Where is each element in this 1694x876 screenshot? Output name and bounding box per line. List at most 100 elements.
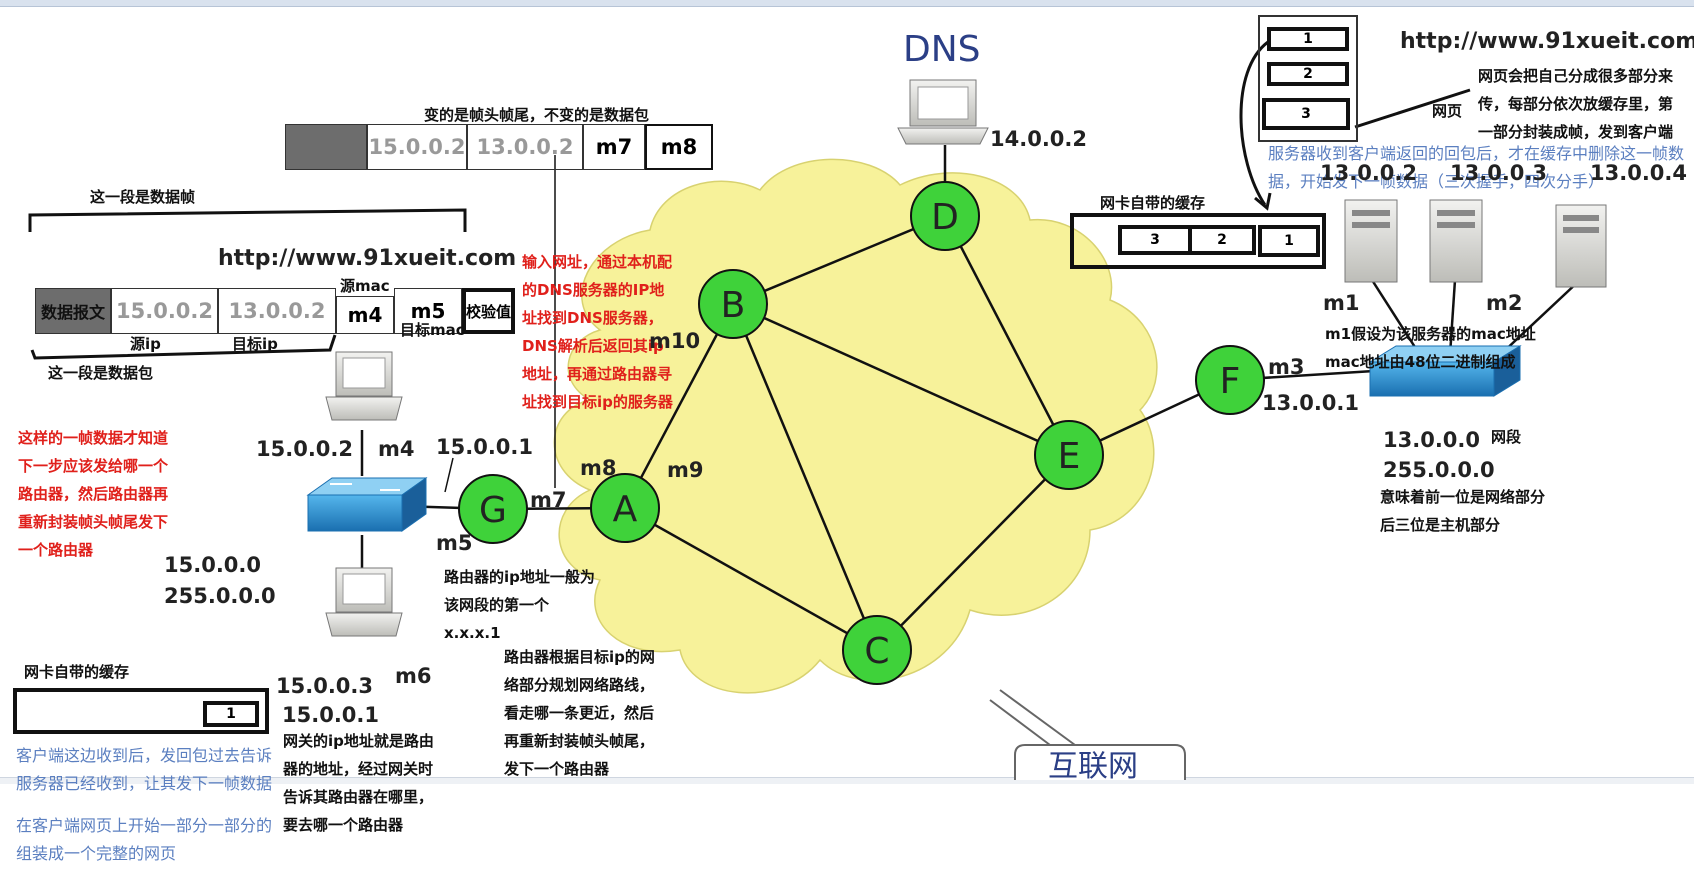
webpage-part-2: 2 — [1267, 62, 1349, 86]
client-url: http://www.91xueit.com — [218, 246, 517, 271]
note-red-center: 输入网址，通过本机配的DNS服务器的IP地址找到DNS服务器，DNS解析后返回其… — [522, 253, 673, 411]
client-cache-item-1: 1 — [203, 701, 259, 727]
server-network: 13.0.0.0 — [1383, 428, 1480, 452]
gateway-note: 网关的ip地址就是路由器的地址，经过网关时告诉其路由器在哪里，要去哪一个路由器 — [283, 732, 434, 834]
server-cache-item-1: 1 — [1258, 225, 1320, 257]
server-m1: m1 — [1323, 291, 1360, 315]
g-mac: m7 — [530, 488, 567, 512]
pc2-ip: 15.0.0.3 — [276, 674, 373, 698]
client-blue-note: 客户端这边收到后，发回包过去告诉服务器已经收到，让其发下一帧数据 — [16, 746, 273, 793]
dst-mac-label: 目标mac — [400, 321, 465, 339]
router-e-label: E — [1058, 436, 1081, 477]
server-cache-item-3: 3 — [1118, 225, 1192, 255]
packet-bracket — [30, 334, 337, 360]
server-3-ip: 13.0.0.4 — [1590, 161, 1687, 185]
frame-dst-ip: 13.0.0.2 — [218, 288, 336, 334]
link-d-e — [943, 215, 1071, 456]
router-route-note: 路由器根据目标ip的网络部分规划网络路线，看走哪一条更近，然后再重新封装帧头帧尾… — [504, 648, 655, 778]
server-m2: m2 — [1486, 291, 1523, 315]
server-net-note: 意味着前一位是网络部分后三位是主机部分 — [1380, 488, 1546, 534]
packet-label: 这一段是数据包 — [48, 364, 154, 382]
client-pc-1 — [325, 351, 403, 421]
frame-bracket — [28, 208, 467, 232]
frame-checksum: 校验值 — [462, 288, 515, 334]
src-mac-label: 源mac — [340, 277, 390, 295]
link-b-d — [732, 214, 946, 306]
gateway-ip: 15.0.0.1 — [436, 435, 533, 459]
server-url: http://www.91xueit.com — [1400, 29, 1694, 54]
pc1-ip: 15.0.0.2 — [256, 437, 353, 461]
frame-top-dst-mac: m8 — [645, 124, 713, 170]
frame-src-mac: m4 — [336, 296, 394, 334]
frame-top-title: 变的是帧头帧尾，不变的是数据包 — [424, 106, 650, 124]
label-f-ip: 13.0.0.1 — [1262, 391, 1359, 415]
server-mask: 255.0.0.0 — [1383, 458, 1495, 482]
router-f — [1195, 345, 1265, 415]
cloud-label: 互联网 — [1048, 749, 1138, 784]
switch-mac: m5 — [436, 531, 473, 555]
frame-top-header-cell — [285, 124, 367, 170]
note-red-left: 这样的一帧数据才知道下一步应该发给哪一个路由器，然后路由器再重新封装帧头帧尾发下… — [18, 429, 169, 559]
link-b-c — [731, 303, 879, 651]
link-srv2 — [1448, 279, 1457, 356]
client-switch — [306, 477, 428, 532]
server-note: 网页会把自己分成很多部分来传，每部分依次放缓存里，第一部分封装成帧，发到客户端 — [1478, 67, 1674, 141]
client-pc-2 — [325, 567, 403, 637]
server-2 — [1429, 199, 1483, 283]
frame-payload-cell: 数据报文 — [35, 288, 111, 334]
client-cache-title: 网卡自带的缓存 — [24, 663, 130, 681]
router-d-label: D — [931, 197, 959, 238]
label-a-m9: m9 — [667, 458, 704, 482]
server-blue-note: 服务器收到客户端返回的回包后，才在缓存中删除这一帧数据，开始发下一帧数据（三次握… — [1268, 144, 1685, 191]
client-cache-box — [13, 688, 269, 734]
frame-label: 这一段是数据帧 — [90, 188, 196, 206]
label-b-m10: m10 — [649, 329, 701, 353]
pc2-mac: m6 — [395, 664, 432, 688]
server-cache-item-2: 2 — [1188, 225, 1256, 255]
window-bottom-bar — [0, 777, 1694, 784]
label-f-m3: m3 — [1268, 355, 1305, 379]
window-top-bar — [0, 0, 1694, 7]
router-e — [1034, 420, 1104, 490]
frame-top-src-mac: m7 — [583, 124, 645, 170]
router-b — [698, 269, 768, 339]
client-network: 15.0.0.0 — [164, 553, 261, 577]
router-b-label: B — [721, 285, 746, 326]
client-mask: 255.0.0.0 — [164, 584, 276, 608]
dst-ip-label: 目标ip — [232, 335, 278, 353]
url-to-webpage-line — [1354, 88, 1471, 129]
dns-label: DNS — [903, 29, 981, 70]
server-1-ip: 13.0.0.2 — [1320, 161, 1417, 185]
server-2-ip: 13.0.0.3 — [1450, 161, 1547, 185]
link-srv3 — [1499, 279, 1581, 356]
router-g-label: G — [479, 490, 507, 531]
router-c — [842, 615, 912, 685]
frame-dst-mac: m5 — [394, 288, 462, 334]
router-g — [458, 474, 528, 544]
link-srv1 — [1370, 279, 1422, 356]
link-b-e — [732, 302, 1070, 457]
link-c-e — [876, 454, 1070, 651]
router-d — [910, 181, 980, 251]
server-switch — [1368, 345, 1522, 397]
dns-server-pc — [897, 79, 989, 145]
pointer-gateway — [444, 457, 454, 493]
router-a-label: A — [613, 489, 638, 530]
src-ip-label: 源ip — [130, 335, 161, 353]
cloud-label-box — [1014, 744, 1186, 780]
pc1-mac: m4 — [378, 437, 415, 461]
frame-top-dst-ip: 13.0.0.2 — [467, 124, 583, 170]
server-3 — [1555, 204, 1607, 288]
client-blue-note-2: 在客户端网页上开始一部分一部分的组装成一个完整的网页 — [16, 816, 273, 863]
webpage-label: 网页 — [1432, 102, 1463, 120]
link-b-a — [623, 303, 735, 509]
frame-src-ip: 15.0.0.2 — [111, 288, 218, 334]
webpage-to-cache-arrow — [1239, 40, 1269, 206]
server-network-label: 网段 — [1491, 428, 1522, 446]
router-c-label: C — [864, 631, 889, 672]
webpage-parts-box — [1258, 15, 1358, 142]
server-cache-title: 网卡自带的缓存 — [1100, 194, 1206, 212]
gateway-ip-2: 15.0.0.1 — [282, 703, 379, 727]
dns-ip: 14.0.0.2 — [990, 127, 1087, 151]
